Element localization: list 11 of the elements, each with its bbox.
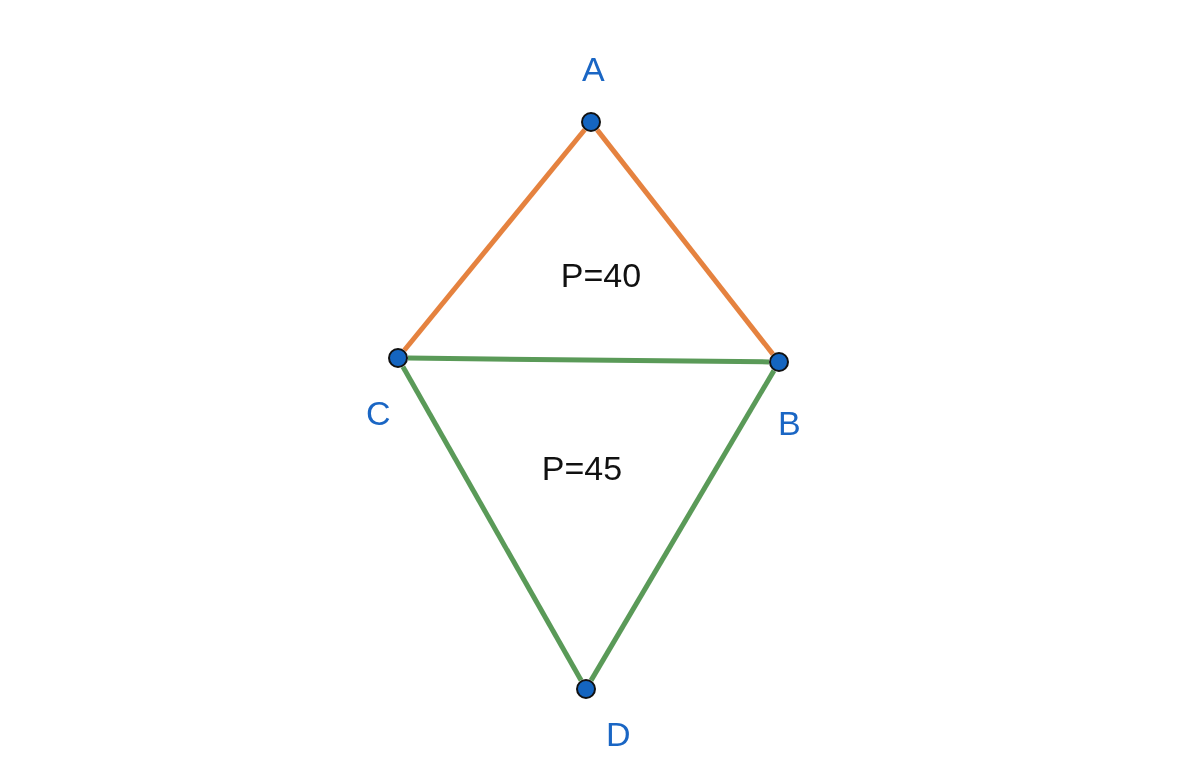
point-label: B [778, 406, 801, 440]
point-label: A [582, 52, 605, 86]
line-segment [595, 128, 775, 356]
line-segment [407, 355, 770, 365]
perimeter-label: P=45 [541, 451, 623, 485]
line-segment [588, 369, 777, 682]
line-segment [402, 128, 587, 352]
point-label: C [366, 396, 391, 430]
perimeter-label: P=40 [560, 258, 642, 292]
point-label: D [606, 717, 631, 751]
line-segment [400, 365, 584, 682]
